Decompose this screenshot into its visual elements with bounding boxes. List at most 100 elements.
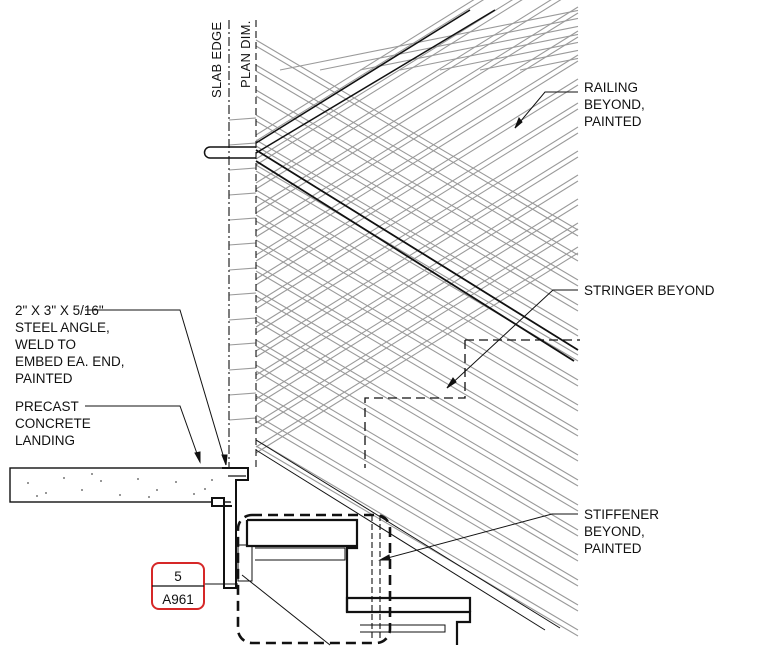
note-line: STIFFENER (584, 507, 659, 522)
railing-line (228, 342, 257, 346)
railing-line (228, 242, 257, 246)
railing-line (255, 395, 579, 587)
railing-line (255, 0, 485, 142)
railing-line (255, 339, 579, 531)
railing-line (319, 17, 579, 71)
railing-line (255, 0, 475, 136)
railing-line (255, 180, 579, 382)
railing-line (255, 195, 579, 387)
railing-line (255, 36, 579, 238)
railing-line (228, 292, 257, 296)
railing-line (255, 126, 579, 328)
railing-line (255, 189, 579, 381)
note-line: STEEL ANGLE, (15, 320, 110, 335)
railing-line (255, 164, 579, 356)
railing-line (255, 114, 579, 306)
railing-line (228, 267, 257, 271)
railing-line (255, 102, 579, 304)
leaders (85, 91, 578, 585)
railing-note: RAILING BEYOND, PAINTED (584, 80, 645, 129)
stiffener-note: STIFFENER BEYOND, PAINTED (584, 507, 659, 556)
railing-line (255, 0, 552, 184)
steel-angle-note: 2" X 3" X 5/16" STEEL ANGLE, WELD TO EMB… (15, 303, 125, 386)
railing-line (255, 70, 579, 262)
railing-line (255, 264, 579, 456)
railing-line (228, 317, 257, 321)
railing-line (255, 245, 579, 437)
railing-line (255, 239, 579, 431)
railing-line (255, 78, 579, 280)
precast-note: PRECAST CONCRETE LANDING (15, 399, 91, 448)
railing-line (255, 252, 579, 454)
railing-line (255, 0, 562, 190)
railing-line (255, 174, 579, 376)
note-line: CONCRETE (15, 416, 91, 431)
railing-line (279, 9, 579, 71)
railing-line (255, 132, 579, 334)
railing-line (255, 120, 579, 312)
railing-line (255, 289, 579, 481)
railing-line (255, 95, 579, 287)
railing-line (228, 367, 257, 371)
railing-line (255, 270, 579, 462)
detail-sheet: A961 (162, 592, 194, 607)
railing-line (255, 246, 579, 448)
railing-line (255, 156, 579, 358)
railing-line (228, 117, 257, 121)
detail-reference-tag[interactable]: 5 A961 (151, 562, 205, 610)
railing-line (255, 370, 579, 562)
railing-line (255, 214, 579, 406)
railing-line (255, 389, 579, 581)
railing-line (255, 198, 579, 400)
railing-line (255, 414, 579, 606)
railing-line (255, 30, 579, 232)
note-line: RAILING (584, 80, 638, 95)
railing-line (228, 217, 257, 221)
note-line: BEYOND, (584, 97, 645, 112)
note-line: PAINTED (584, 114, 642, 129)
note-line: 2" X 3" X 5/16" (15, 303, 104, 318)
note-line: WELD TO (15, 337, 76, 352)
railing-line (399, 33, 579, 71)
railing-line (228, 417, 257, 421)
railing-line (255, 314, 579, 506)
handrail (203, 9, 496, 159)
railing-line (255, 12, 579, 214)
detail-number: 5 (174, 569, 182, 584)
precast-concrete-landing (9, 467, 237, 503)
stiffener-beyond (364, 340, 466, 468)
detail-boundary (236, 513, 392, 645)
railing-line (255, 145, 579, 337)
railing-line (519, 57, 579, 71)
railing-line (255, 64, 579, 256)
railing-line (255, 439, 579, 631)
railing-line (255, 39, 579, 231)
stringer-note: STRINGER BEYOND (584, 283, 715, 298)
railing-line (255, 45, 579, 237)
note-line: BEYOND, (584, 524, 645, 539)
note-line: PAINTED (584, 541, 642, 556)
railing-line (228, 167, 257, 171)
railing-line (479, 49, 579, 71)
railing-line (228, 142, 257, 146)
railing-line (255, 222, 579, 424)
railing-line (228, 392, 257, 396)
railing-line (255, 0, 523, 166)
railing-beyond-lines (228, 0, 579, 637)
railing-line (255, 139, 579, 331)
stiffener-plate (371, 515, 381, 640)
railing-line (255, 420, 579, 612)
railing-line (255, 364, 579, 556)
plan-dim-label: PLAN DIM. (238, 20, 253, 88)
railing-line (255, 220, 579, 412)
railing-line (439, 41, 579, 71)
railing-line (359, 25, 579, 71)
railing-line (255, 108, 579, 310)
note-line: EMBED EA. END, (15, 354, 125, 369)
railing-line (255, 60, 579, 262)
railing-line (255, 445, 579, 637)
steel-angle (211, 467, 253, 589)
lower-stringer (241, 439, 561, 646)
railing-line (255, 6, 579, 208)
